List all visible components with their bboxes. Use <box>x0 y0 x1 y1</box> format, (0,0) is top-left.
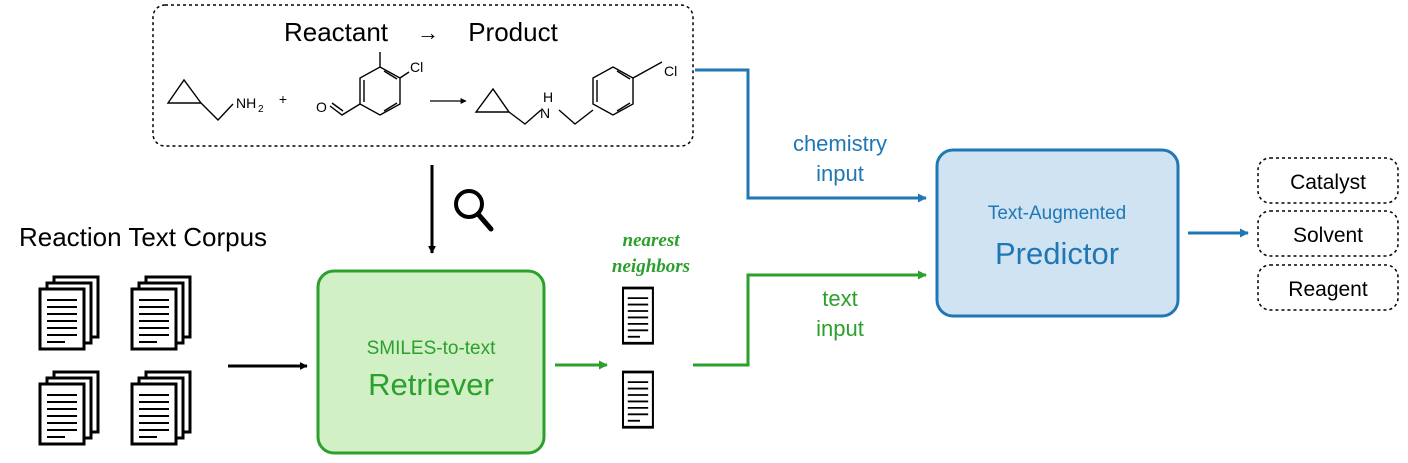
magnifier-icon <box>454 189 494 232</box>
retriever-subtitle: SMILES-to-text <box>367 338 497 359</box>
amine-nh-label: NH <box>236 95 256 111</box>
cyclopropylmethylamine-structure <box>166 78 234 122</box>
product-hydrogen-label: H <box>543 89 553 105</box>
neighbors-label-line1: nearest <box>623 230 681 251</box>
product-label: Product <box>468 17 558 47</box>
reactant-label: Reactant <box>284 17 389 47</box>
predictor-subtitle: Text-Augmented <box>988 203 1126 224</box>
neighbor-document-icon <box>621 286 655 345</box>
predictor-title: Predictor <box>995 236 1119 271</box>
title-arrow: → <box>417 20 439 45</box>
neighbors-label-line2: neighbors <box>612 256 690 277</box>
chemistry-input-edge <box>695 68 927 203</box>
chloro-label-reactant: Cl <box>410 59 423 75</box>
document-stack-icon <box>132 277 190 349</box>
corpus-label: Reaction Text Corpus <box>19 222 267 252</box>
plus-sign: + <box>279 91 287 107</box>
chlorobenzaldehyde-structure <box>329 52 410 116</box>
chemistry-input-label-line1: chemistry <box>793 131 887 156</box>
oxygen-label: O <box>316 99 327 115</box>
product-nitrogen-label: N <box>540 105 550 121</box>
document-stack-icon <box>132 372 190 444</box>
neighbor-document-icon <box>621 370 655 429</box>
document-stack-icon <box>40 372 98 444</box>
chloro-label-product: Cl <box>664 63 677 79</box>
document-stack-icon <box>40 277 98 349</box>
product-structure <box>474 61 663 125</box>
output-catalyst-label: Catalyst <box>1290 171 1366 194</box>
amine-subscript-label: 2 <box>258 104 264 115</box>
output-solvent-label: Solvent <box>1293 224 1363 247</box>
text-input-label-line2: input <box>816 316 864 341</box>
reaction-box: Reactant → Product NH 2 + O Cl <box>152 4 694 147</box>
predictor-box: Text-Augmented Predictor <box>935 148 1180 318</box>
corpus-documents <box>40 277 190 444</box>
retriever-box: SMILES-to-text Retriever <box>316 269 546 455</box>
output-reagent: Reagent <box>1257 264 1399 311</box>
output-catalyst: Catalyst <box>1257 157 1399 204</box>
text-input-label-line1: text <box>822 286 857 311</box>
retriever-title: Retriever <box>368 367 494 402</box>
text-input-edge <box>693 270 927 367</box>
output-reagent-label: Reagent <box>1288 278 1368 301</box>
chemistry-input-label-line2: input <box>816 161 864 186</box>
output-solvent: Solvent <box>1257 210 1399 257</box>
